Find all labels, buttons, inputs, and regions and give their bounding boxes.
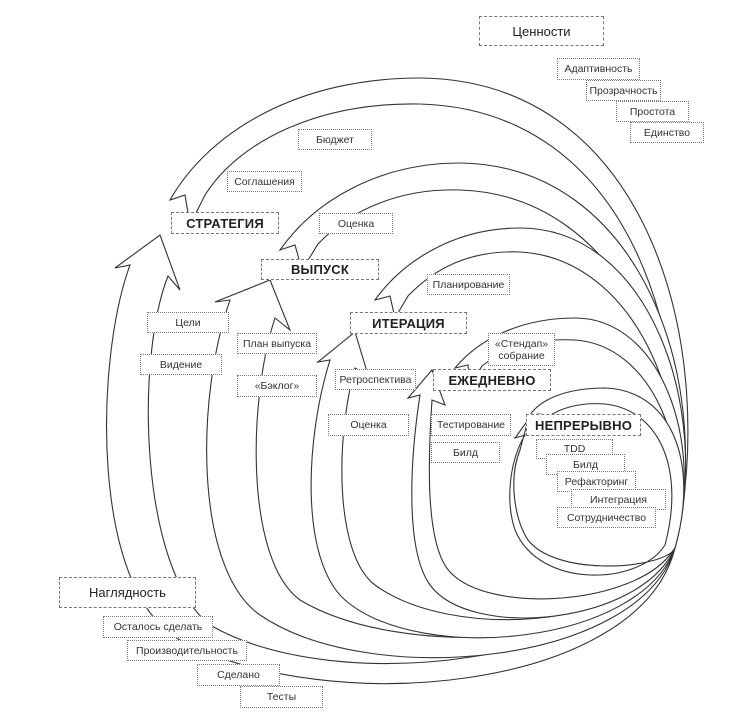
iteration-input-retrospective: Ретроспектива bbox=[335, 369, 416, 390]
level-strategy: СТРАТЕГИЯ bbox=[171, 212, 279, 234]
continuous-item-refactoring: Рефакторинг bbox=[557, 471, 636, 492]
daily-loop-upper-arrow bbox=[453, 317, 685, 550]
visibility-remaining: Осталось сделать bbox=[103, 616, 213, 638]
iteration-output-planning: Планирование bbox=[427, 274, 510, 295]
iteration-input-estimate: Оценка bbox=[328, 414, 409, 436]
daily-loop-lower-arrow bbox=[406, 368, 676, 619]
values-group-title: Ценности bbox=[479, 16, 604, 46]
continuous-loop-arrow bbox=[509, 387, 685, 576]
value-unity: Единство bbox=[630, 122, 704, 143]
release-output-estimate: Оценка bbox=[319, 213, 393, 234]
value-transparency: Прозрачность bbox=[586, 80, 661, 101]
strategy-output-agreements: Соглашения bbox=[227, 171, 302, 192]
level-iteration: ИТЕРАЦИЯ bbox=[350, 312, 467, 334]
visibility-done: Сделано bbox=[197, 664, 280, 686]
visibility-group-title: Наглядность bbox=[59, 577, 196, 608]
strategy-output-budget: Бюджет bbox=[298, 129, 372, 150]
visibility-velocity: Производительность bbox=[127, 640, 247, 661]
visibility-tests: Тесты bbox=[240, 686, 323, 708]
release-input-backlog: «Бэклог» bbox=[237, 375, 317, 397]
value-adaptivity: Адаптивность bbox=[557, 58, 640, 80]
strategy-loop-lower-arrow bbox=[106, 234, 676, 685]
strategy-input-goals: Цели bbox=[147, 312, 229, 333]
strategy-loop-upper-arrow bbox=[168, 77, 689, 550]
iteration-loop-lower-arrow bbox=[310, 331, 676, 639]
level-continuous: НЕПРЕРЫВНО bbox=[526, 414, 641, 436]
continuous-item-collaboration: Сотрудничество bbox=[557, 507, 656, 528]
level-release: ВЫПУСК bbox=[261, 259, 379, 280]
release-input-release-plan: План выпуска bbox=[237, 333, 317, 354]
daily-input-testing: Тестирование bbox=[431, 414, 511, 436]
daily-input-build: Билд bbox=[431, 442, 500, 463]
iteration-loop-upper-arrow bbox=[373, 227, 687, 550]
value-simplicity: Простота bbox=[616, 101, 689, 122]
strategy-input-vision: Видение bbox=[140, 354, 222, 375]
level-daily: ЕЖЕДНЕВНО bbox=[433, 369, 551, 391]
daily-output-standup-meeting: «Стендап» собрание bbox=[488, 333, 555, 366]
